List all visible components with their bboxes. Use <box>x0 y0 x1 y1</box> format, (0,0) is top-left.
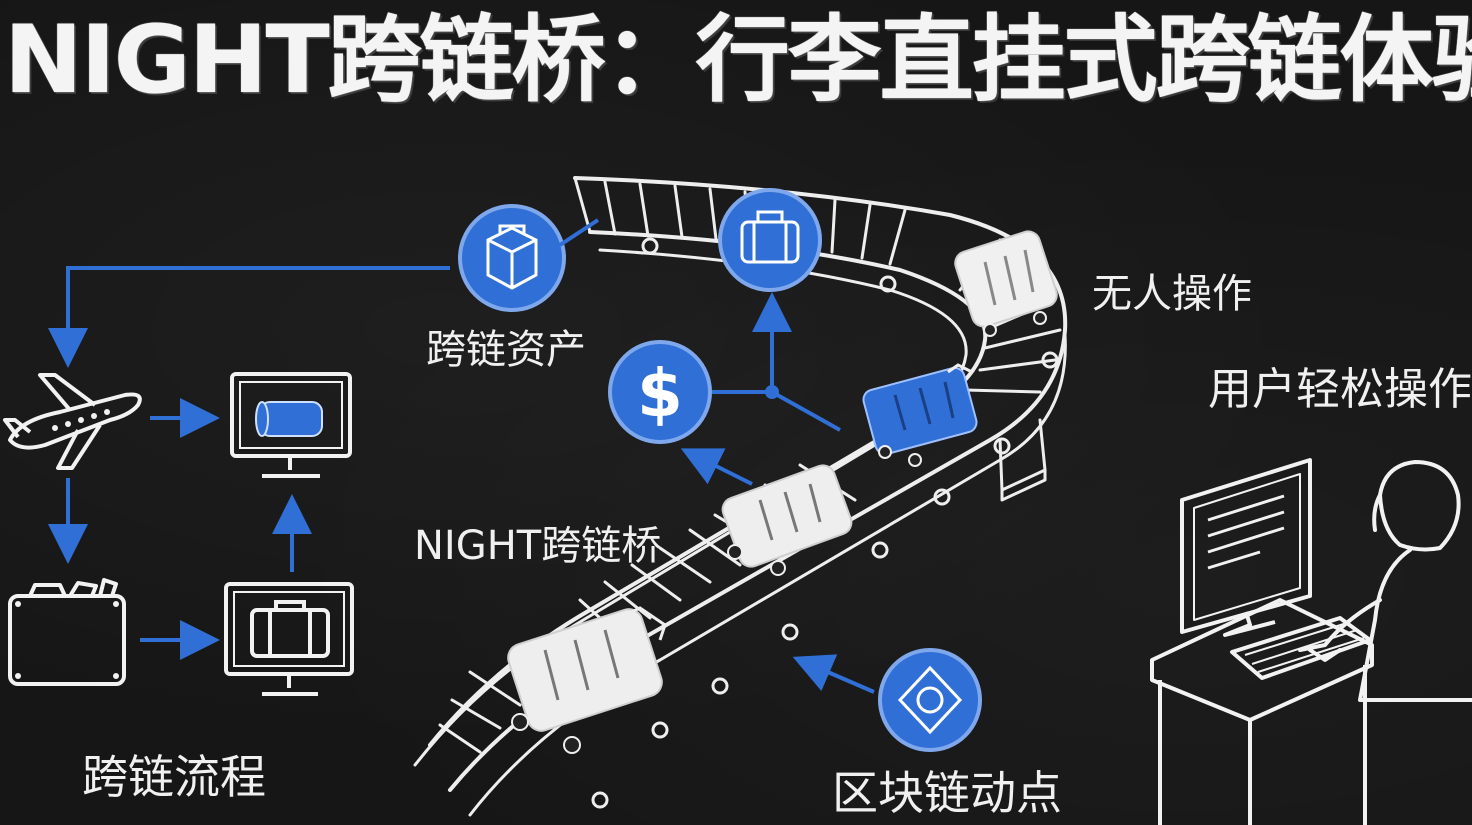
label-night-bridge: NIGHT跨链桥 <box>414 526 661 566</box>
computer-icon <box>1152 460 1372 825</box>
box-icon <box>460 206 564 310</box>
label-cross-chain-flow: 跨链流程 <box>82 754 266 800</box>
user-icon <box>1300 462 1472 700</box>
suitcase-icon <box>952 228 1060 336</box>
monitor-luggage-icon <box>232 374 350 476</box>
label-unattended-operation: 无人操作 <box>1092 274 1252 314</box>
node-icon <box>880 650 980 750</box>
label-cross-chain-asset: 跨链资产 <box>426 330 586 370</box>
airplane-icon <box>5 375 140 468</box>
suitcase-icon <box>505 606 666 753</box>
briefcase-icon <box>720 190 820 290</box>
dollar-icon: $ <box>610 342 710 442</box>
label-blockchain-node: 区块链动点 <box>832 770 1062 816</box>
monitor-briefcase-icon <box>226 584 352 694</box>
svg-text:$: $ <box>637 355 683 432</box>
label-user-easy-operation: 用户轻松操作 <box>1208 368 1472 412</box>
bag-icon <box>10 580 124 684</box>
blue-suitcase-icon <box>861 365 979 466</box>
